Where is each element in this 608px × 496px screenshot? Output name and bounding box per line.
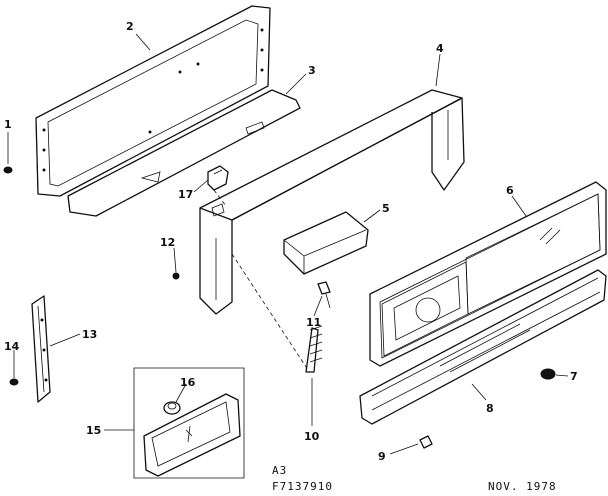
- callout-8: 8: [486, 402, 494, 415]
- part-11-screw: [317, 281, 331, 309]
- part-4-backguard-frame: [199, 89, 465, 315]
- diagram-code-line2: F7137910: [272, 480, 333, 493]
- callout-5: 5: [382, 202, 390, 215]
- part-17-bracket: [207, 165, 229, 191]
- part-3-flange-strip: [67, 89, 301, 217]
- assembly-line-part-10: [231, 253, 309, 371]
- callout-4: 4: [436, 42, 444, 55]
- callout-6: 6: [506, 184, 514, 197]
- callout-17: 17: [178, 188, 193, 201]
- callout-10: 10: [304, 430, 320, 443]
- part-5-cover: [283, 211, 369, 275]
- part-2-rear-frame: [35, 5, 271, 197]
- part-7-knob: [540, 368, 556, 380]
- callout-12: 12: [160, 236, 175, 249]
- diagram-code-line1: A3: [272, 464, 287, 477]
- part-8-lower-trim: [359, 269, 607, 425]
- part-6-control-panel: [369, 181, 607, 367]
- part-13-side-strip: [31, 295, 51, 403]
- callout-13: 13: [82, 328, 97, 341]
- part-10-spring-clip: [305, 325, 323, 373]
- callout-15: 15: [86, 424, 101, 437]
- callout-11: 11: [306, 316, 321, 329]
- callout-3: 3: [308, 64, 316, 77]
- callout-9: 9: [378, 450, 386, 463]
- callout-2: 2: [126, 20, 134, 33]
- callout-7: 7: [570, 370, 578, 383]
- part-12-screw: [172, 272, 180, 280]
- part-1-screw: [3, 166, 13, 174]
- leader-lines: [7, 33, 569, 455]
- callout-1: 1: [4, 118, 12, 131]
- part-14-screw: [9, 378, 19, 386]
- assembly-line-part-17: [213, 189, 227, 207]
- callout-16: 16: [180, 376, 196, 389]
- part-9-screw: [419, 435, 433, 449]
- part-15-kit-box: [133, 367, 245, 479]
- callout-14: 14: [4, 340, 20, 353]
- diagram-date: NOV. 1978: [488, 480, 557, 493]
